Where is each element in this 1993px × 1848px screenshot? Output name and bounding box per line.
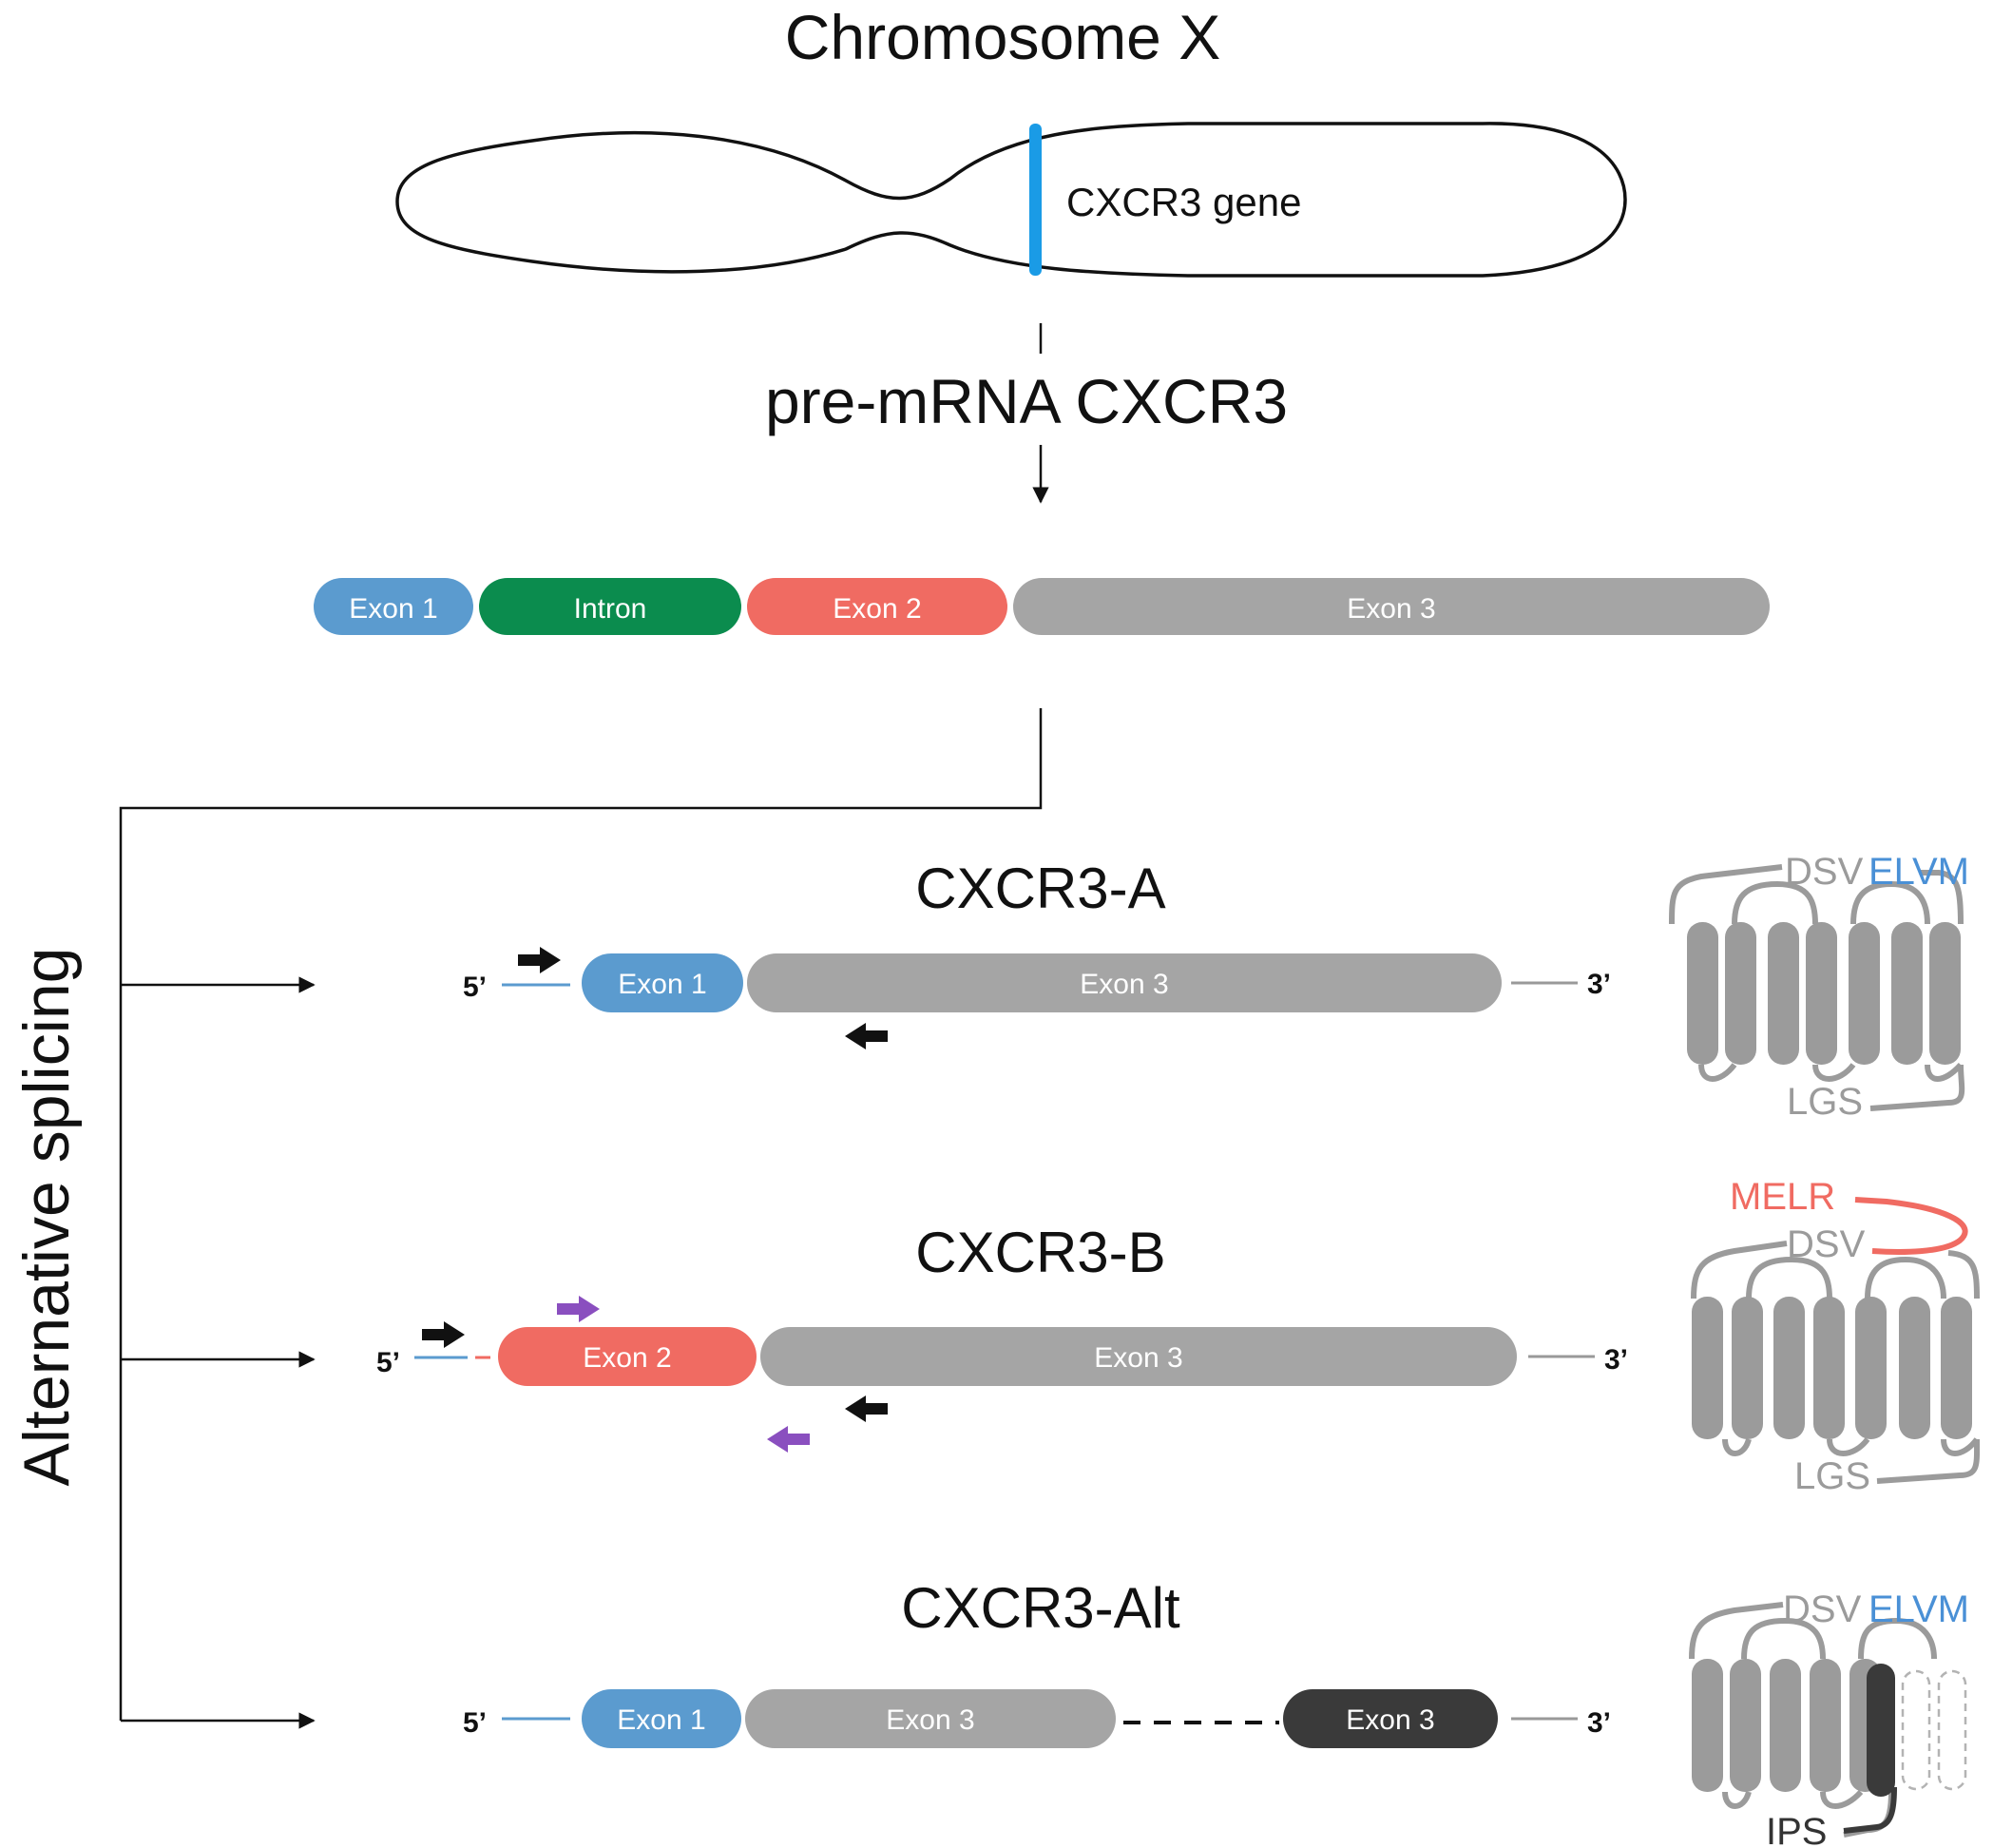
isoform-alt: CXCR3-Alt 5’ Exon 1 Exon 3 Exon 3 3’ <box>463 1576 1611 1748</box>
premrna-exon2-label: Exon 2 <box>833 593 921 625</box>
isoform-b-reverse-primer-icon <box>845 1396 888 1422</box>
receptor-b-loops <box>1691 1241 1981 1484</box>
receptor-alt-ips: IPS <box>1766 1811 1827 1848</box>
isoform-a-reverse-primer-icon <box>845 1023 888 1049</box>
premrna-exon3-label: Exon 3 <box>1347 593 1435 625</box>
isoform-a-exon3 <box>747 953 1502 1012</box>
splicing-bracket <box>119 708 1043 1721</box>
isoform-b-exon2 <box>498 1327 757 1386</box>
receptor-alt-elvm: ELVM <box>1868 1588 1969 1630</box>
isoform-a-five-prime: 5’ <box>463 972 487 1003</box>
receptor-alt-loops <box>1689 1602 1937 1838</box>
receptor-a-loops <box>1669 864 1965 1111</box>
receptor-alt-icon: DSV ELVM IPS <box>1689 1588 1969 1848</box>
isoform-b-five-prime: 5’ <box>376 1347 400 1378</box>
premrna-exon1-label: Exon 1 <box>349 593 437 625</box>
isoform-b-three-prime: 3’ <box>1604 1344 1628 1376</box>
premrna-exon3 <box>1013 578 1770 635</box>
premrna-exon1 <box>314 578 473 635</box>
isoform-a: CXCR3-A 5’ Exon 1 Exon 3 3’ <box>463 857 1611 1049</box>
isoform-b-title: CXCR3-B <box>915 1221 1165 1284</box>
isoform-a-forward-primer-icon <box>518 947 561 973</box>
splicing-label: Alternative splicing <box>10 948 83 1487</box>
isoform-alt-exon3-dark-label: Exon 3 <box>1346 1704 1434 1736</box>
receptor-b-melr: MELR <box>1730 1176 1835 1218</box>
isoform-b-exon3 <box>760 1327 1517 1386</box>
isoform-alt-exon3-dark <box>1283 1689 1498 1748</box>
isoform-a-title: CXCR3-A <box>915 857 1165 920</box>
premrna-title: pre-mRNA CXCR3 <box>765 366 1288 436</box>
chromosome-title: Chromosome X <box>785 2 1221 72</box>
premrna-exon2 <box>747 578 1007 635</box>
isoform-alt-title: CXCR3-Alt <box>901 1576 1180 1640</box>
isoform-b-purple-forward-primer-icon <box>557 1296 600 1322</box>
isoform-a-exon3-label: Exon 3 <box>1080 969 1168 1000</box>
receptor-alt-dsv: DSV <box>1783 1588 1862 1630</box>
receptor-a-icon: DSV ELVM LGS <box>1669 851 1969 1123</box>
isoform-a-exon1-label: Exon 1 <box>618 969 706 1000</box>
isoform-alt-exon3-label: Exon 3 <box>886 1704 974 1736</box>
isoform-b: CXCR3-B 5’ Exon 2 Exon 3 3’ <box>376 1221 1628 1453</box>
chromosome-outline <box>395 122 1627 278</box>
isoform-b-exon2-label: Exon 2 <box>583 1342 671 1374</box>
premrna-intron <box>479 578 741 635</box>
isoform-b-purple-reverse-primer-icon <box>767 1426 810 1453</box>
receptor-a-elvm: ELVM <box>1868 851 1969 893</box>
isoform-alt-exon3 <box>745 1689 1116 1748</box>
receptor-b-icon: MELR DSV LGS <box>1691 1176 1981 1497</box>
isoform-b-forward-primer-icon <box>422 1321 465 1348</box>
gene-label: CXCR3 gene <box>1066 180 1301 224</box>
isoform-alt-exon1 <box>582 1689 741 1748</box>
receptor-alt-dark-tail <box>1843 1786 1897 1834</box>
isoform-alt-exon1-label: Exon 1 <box>617 1704 705 1736</box>
receptor-a-dsv: DSV <box>1785 851 1864 893</box>
premrna-intron-label: Intron <box>574 593 647 625</box>
isoform-a-three-prime: 3’ <box>1587 969 1611 1000</box>
isoform-alt-five-prime: 5’ <box>463 1707 487 1739</box>
receptor-alt-dark-helix <box>1867 1664 1895 1797</box>
receptor-b-melr-loop <box>1854 1197 1968 1255</box>
receptor-b-lgs: LGS <box>1794 1455 1870 1497</box>
premrna-segments: Exon 1 Intron Exon 2 Exon 3 <box>314 578 1770 635</box>
isoform-b-exon3-label: Exon 3 <box>1094 1342 1182 1374</box>
receptor-alt-missing-helix-1 <box>1901 1669 1931 1791</box>
receptor-alt-missing-helix-2 <box>1937 1669 1967 1791</box>
receptor-b-dsv: DSV <box>1787 1223 1866 1265</box>
isoform-a-exon1 <box>582 953 743 1012</box>
receptor-a-lgs: LGS <box>1787 1081 1863 1123</box>
isoform-alt-three-prime: 3’ <box>1587 1707 1611 1739</box>
cxcr3-gene-band <box>1029 124 1042 276</box>
